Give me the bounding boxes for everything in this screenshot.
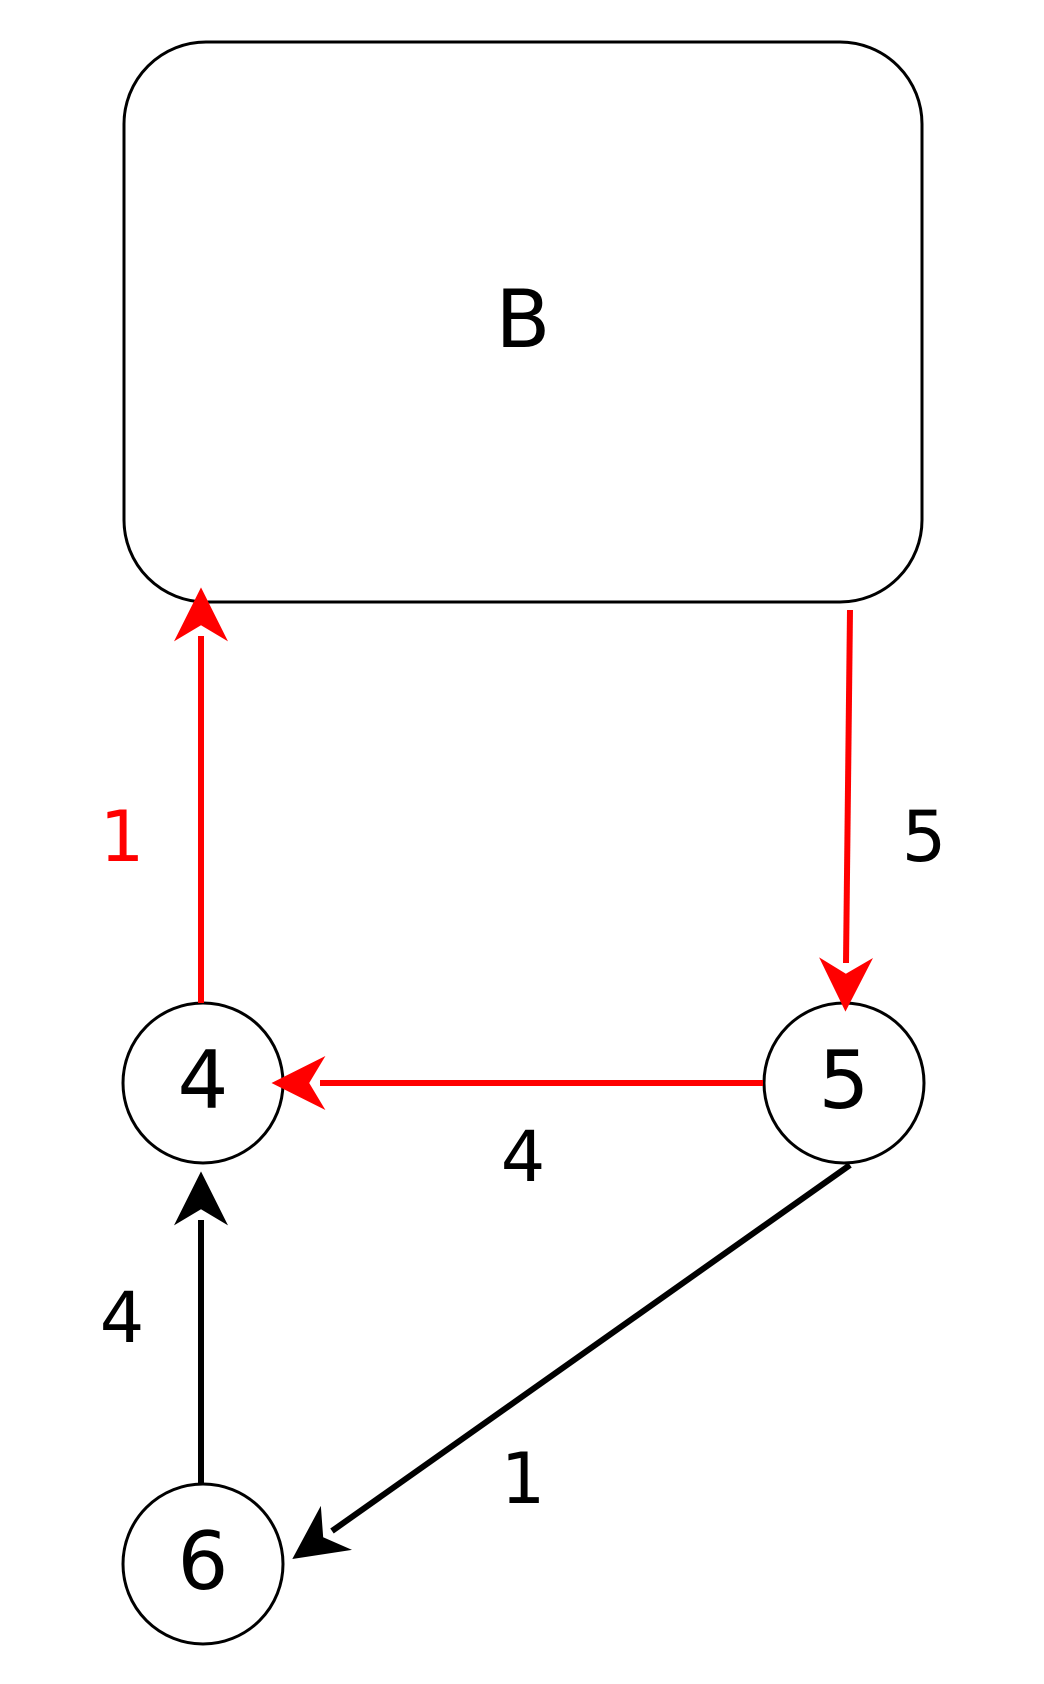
edge-5-to-6: 1 [292, 1162, 852, 1560]
edge-5-to-4-weight: 4 [501, 1116, 546, 1198]
edge-5-to-6-weight: 1 [501, 1438, 546, 1520]
node-5-label: 5 [819, 1034, 870, 1127]
edge-4-to-b-weight: 1 [100, 796, 145, 878]
edge-5-to-6-arrow [292, 1162, 852, 1560]
edge-b-to-5-weight: 5 [902, 796, 947, 878]
node-6-label: 6 [178, 1515, 229, 1608]
edge-b-to-5: 5 [819, 609, 947, 1012]
edge-6-to-4: 4 [100, 1171, 228, 1484]
node-b-shape [122, 40, 924, 604]
node-4-label: 4 [178, 1034, 229, 1127]
edge-6-to-4-weight: 4 [100, 1277, 145, 1359]
edge-4-to-b: 1 [100, 587, 228, 1003]
node-5: 5 [762, 1001, 926, 1165]
node-6: 6 [121, 1482, 285, 1646]
node-b-label: B [496, 273, 551, 366]
node-4: 4 [121, 1001, 285, 1165]
edge-b-to-5-arrow [819, 609, 874, 1012]
node-b: B [122, 40, 924, 604]
edge-5-to-4: 4 [271, 1056, 763, 1198]
